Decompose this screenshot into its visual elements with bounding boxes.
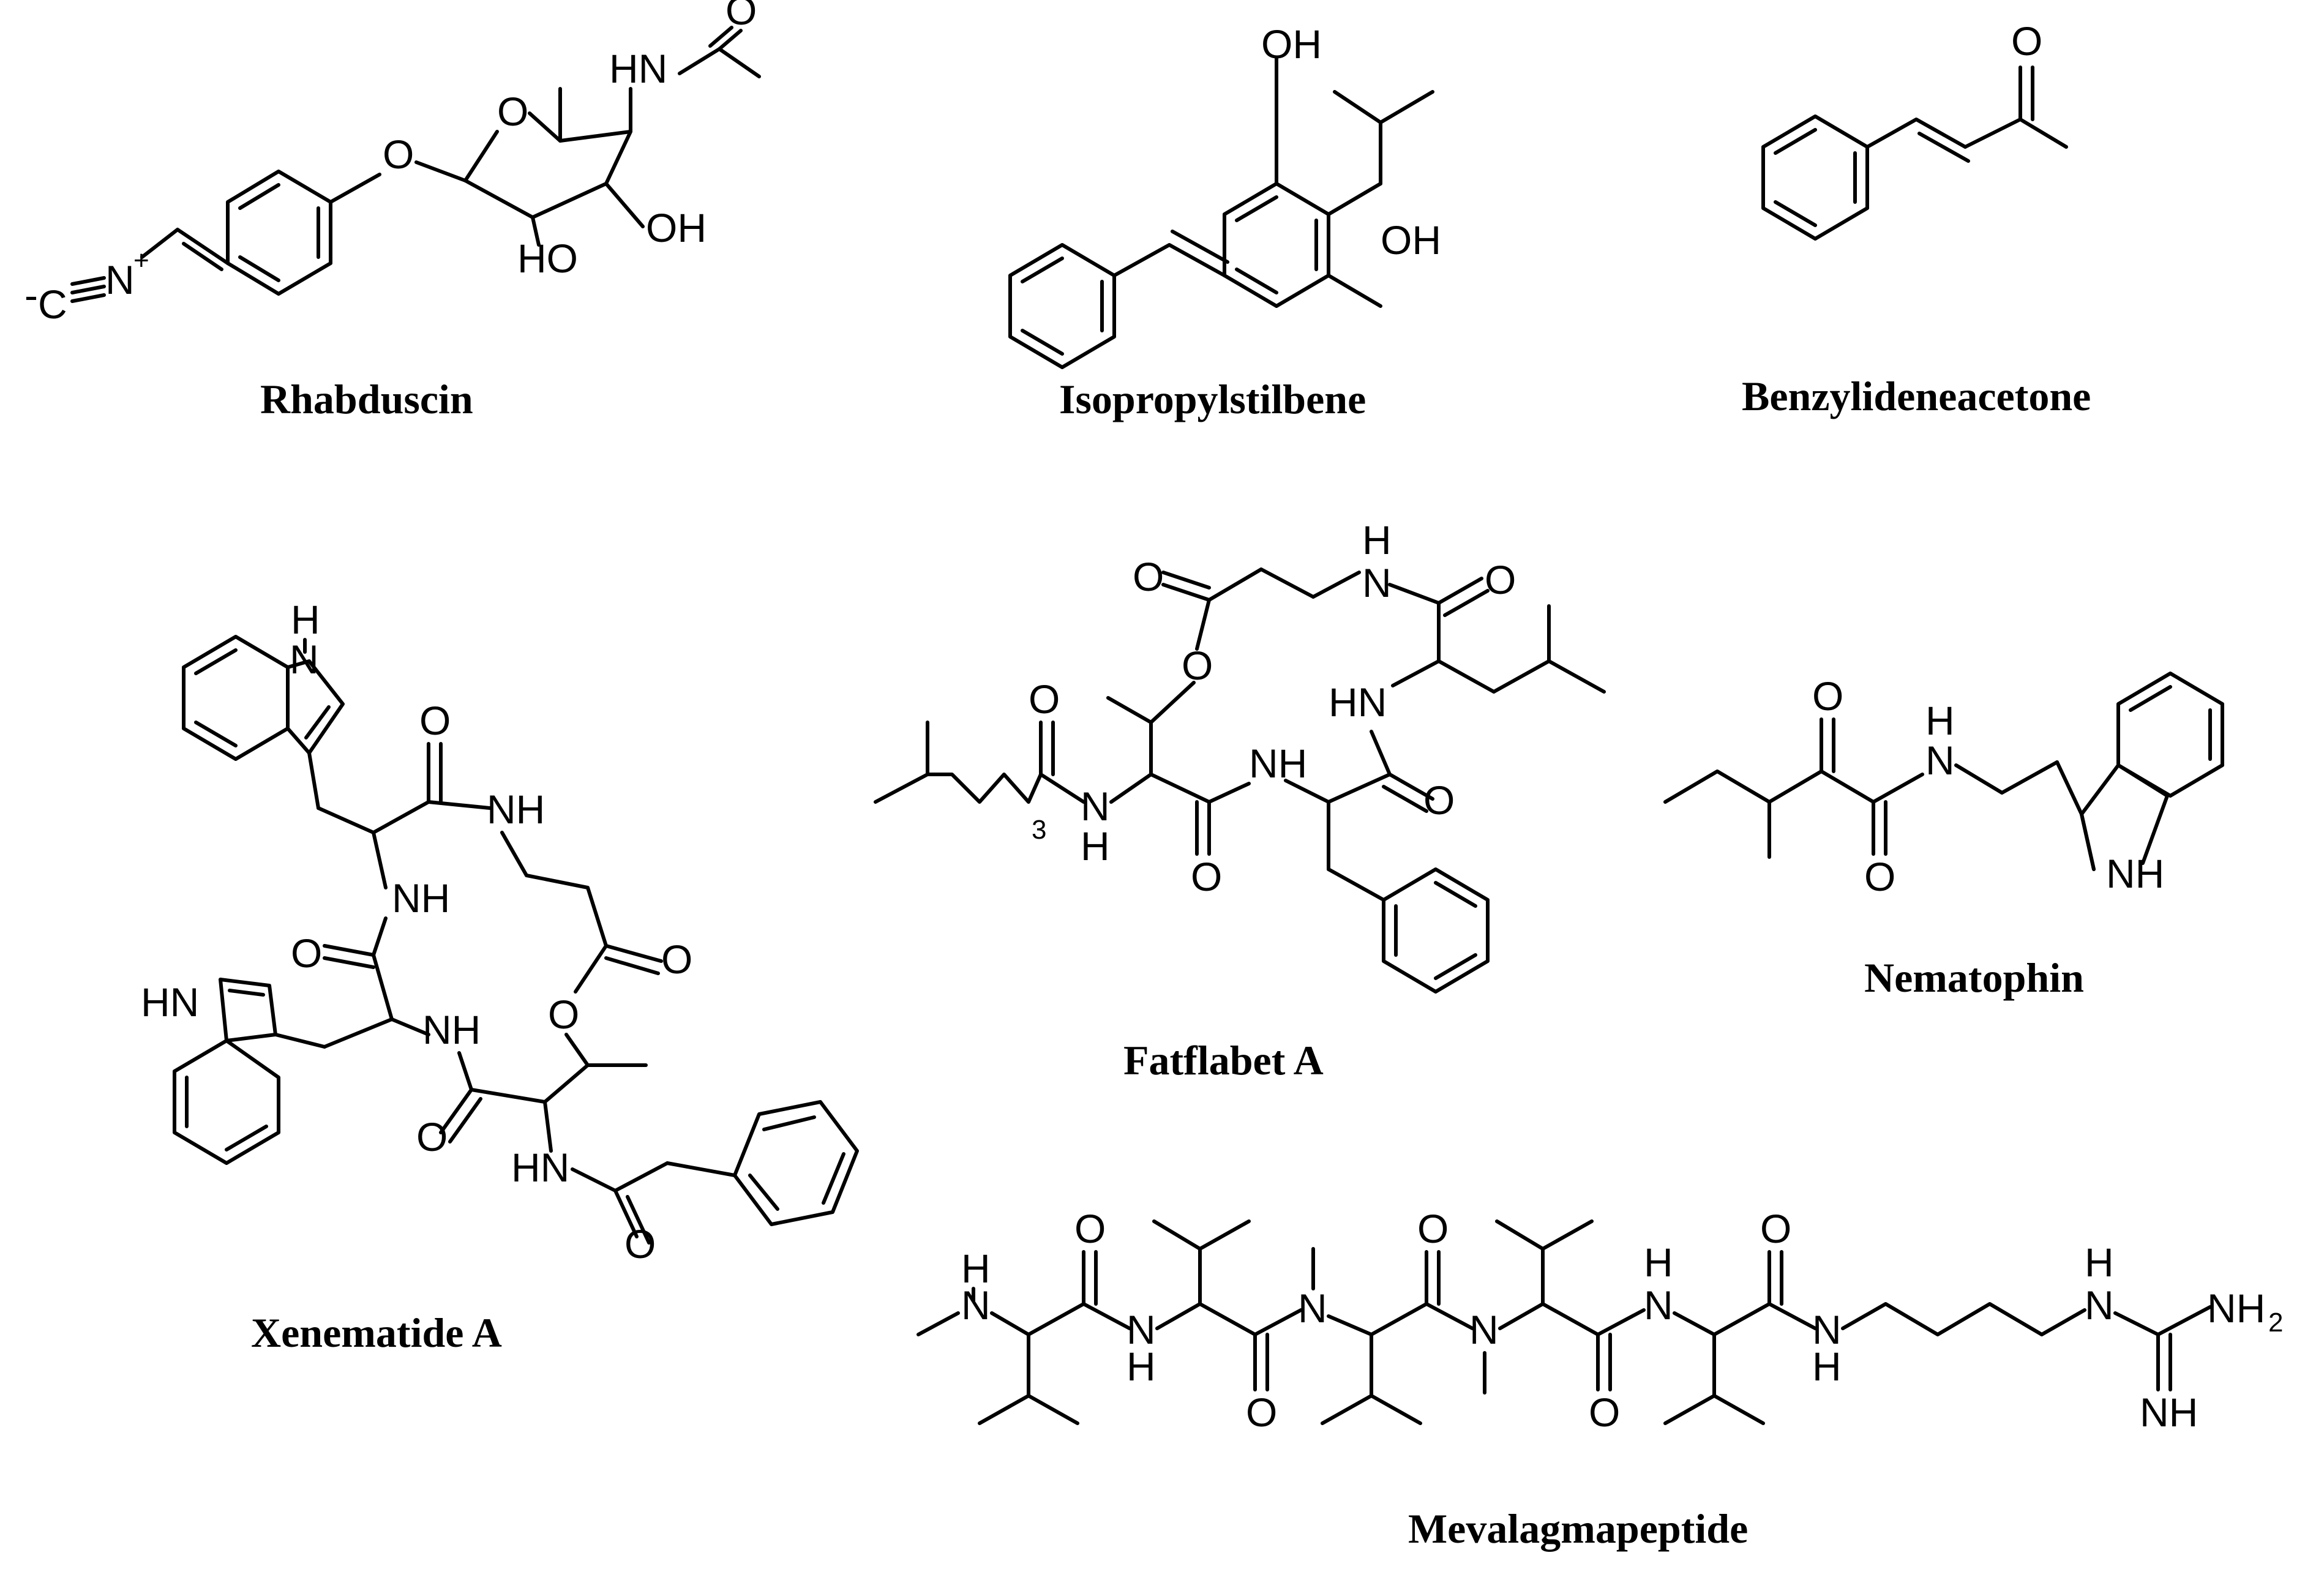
atom-h-nh-n: H bbox=[1925, 698, 1955, 743]
atom-o-x4: O bbox=[624, 1221, 656, 1267]
atom-n-f3: N bbox=[1362, 560, 1392, 605]
benzylideneacetone-structure: O Benzylideneacetone bbox=[1742, 18, 2091, 419]
xenematide-a-structure: H N O NH O O NH O NH bbox=[141, 597, 859, 1356]
atom-h-m2: H bbox=[1126, 1344, 1156, 1389]
atom-nh2-base: NH bbox=[2207, 1286, 2265, 1331]
atom-n-indole-top: N bbox=[290, 637, 319, 682]
atom-oh-bottom: OH bbox=[1381, 217, 1441, 263]
atom-ho-sugar: HO bbox=[517, 236, 578, 281]
isopropylstilbene-structure: OH OH Isopropylstilbene bbox=[1008, 21, 1441, 422]
atom-o-x3: O bbox=[416, 1114, 448, 1159]
atom-n-m1: N bbox=[961, 1282, 991, 1328]
atom-o-ring: O bbox=[497, 89, 528, 134]
atom-n: N bbox=[105, 257, 135, 302]
atom-o-x2: O bbox=[291, 930, 322, 976]
atom-o-m5: O bbox=[1760, 1206, 1791, 1251]
atom-n-m3: N bbox=[1298, 1286, 1327, 1331]
atom-oh-sugar: OH bbox=[646, 205, 707, 250]
atom-o-ester: O bbox=[661, 937, 692, 982]
atom-hn-f4: HN bbox=[1329, 680, 1387, 725]
atom-nh-f1-n: N bbox=[1081, 784, 1110, 829]
atom-nh-indole-n: NH bbox=[2106, 851, 2164, 896]
atom-nh-x2: NH bbox=[392, 875, 450, 921]
compound-name: Rhabduscin bbox=[260, 376, 473, 422]
atom-o-m3: O bbox=[1417, 1206, 1449, 1251]
atom-o-n2: O bbox=[1864, 854, 1895, 899]
atom-c: C bbox=[38, 282, 67, 327]
compound-name: Isopropylstilbene bbox=[1059, 376, 1366, 422]
atom-o-ether: O bbox=[383, 132, 414, 177]
atom-nh-x1: NH bbox=[487, 787, 545, 832]
atom-hn-x4: HN bbox=[511, 1145, 569, 1190]
atom-h-m1: H bbox=[961, 1246, 991, 1291]
atom-n-m4: N bbox=[1469, 1307, 1499, 1352]
atom-o-f3: O bbox=[1485, 557, 1516, 602]
compound-name: Mevalagmapeptide bbox=[1408, 1505, 1748, 1552]
atom-o-m2: O bbox=[1246, 1390, 1277, 1435]
atom-minus: - bbox=[24, 272, 38, 318]
atom-nh-x3: NH bbox=[422, 1007, 481, 1052]
atom-o-n1: O bbox=[1812, 673, 1843, 719]
atom-o-m4: O bbox=[1589, 1390, 1620, 1435]
atom-o-acetyl: O bbox=[725, 0, 757, 33]
atom-o-x1: O bbox=[419, 698, 451, 743]
compound-name: Xenematide A bbox=[251, 1309, 502, 1356]
atom-o-f4: O bbox=[1423, 777, 1455, 823]
atom-n-n: N bbox=[1925, 738, 1955, 783]
atom-h-m5: H bbox=[1644, 1240, 1673, 1285]
atom-oh-top: OH bbox=[1261, 21, 1322, 67]
compound-name: Fatflabet A bbox=[1123, 1037, 1324, 1084]
atom-o-f2: O bbox=[1133, 554, 1164, 599]
atom-nh-f1-h: H bbox=[1081, 823, 1110, 869]
atom-hn-indole-bottom: HN bbox=[141, 979, 199, 1025]
atom-hn-sugar: HN bbox=[609, 46, 667, 91]
atom-o-ring-x: O bbox=[548, 992, 579, 1037]
atom-n-m5: N bbox=[1644, 1282, 1673, 1328]
atom-o-ketone: O bbox=[2011, 18, 2042, 64]
atom-nh-imine: NH bbox=[2140, 1390, 2198, 1435]
compound-name: Benzylideneacetone bbox=[1742, 373, 2091, 419]
atom-h-m6: H bbox=[1812, 1344, 1842, 1389]
compound-name: Nematophin bbox=[1864, 954, 2084, 1001]
nematophin-structure: O O H N NH Nematophin bbox=[1663, 672, 2224, 1001]
mevalagmapeptide-structure: H N O N H O N O N bbox=[916, 1206, 2283, 1552]
atom-nh-f5: NH bbox=[1249, 741, 1307, 786]
atom-o-f5: O bbox=[1191, 854, 1222, 899]
rhabduscin-structure: - C N + O O HN O OH HO Rhabduscin bbox=[24, 0, 761, 422]
atom-plus: + bbox=[133, 245, 149, 275]
atom-o-m1: O bbox=[1074, 1206, 1106, 1251]
atom-n-m2: N bbox=[1126, 1307, 1156, 1352]
atom-h-nh-f3: H bbox=[1362, 517, 1392, 563]
atom-o-f1: O bbox=[1029, 676, 1060, 722]
atom-h-m7: H bbox=[2085, 1240, 2114, 1285]
atom-h-indole-top: H bbox=[291, 597, 320, 642]
atom-n-m6: N bbox=[1812, 1307, 1842, 1352]
atom-sub-3: 3 bbox=[1032, 815, 1046, 845]
fatflabet-a-structure: 3 O N H O O H N O HN O bbox=[874, 517, 1606, 1084]
atom-nh2-sub: 2 bbox=[2268, 1308, 2283, 1338]
atom-n-m7: N bbox=[2085, 1282, 2114, 1328]
